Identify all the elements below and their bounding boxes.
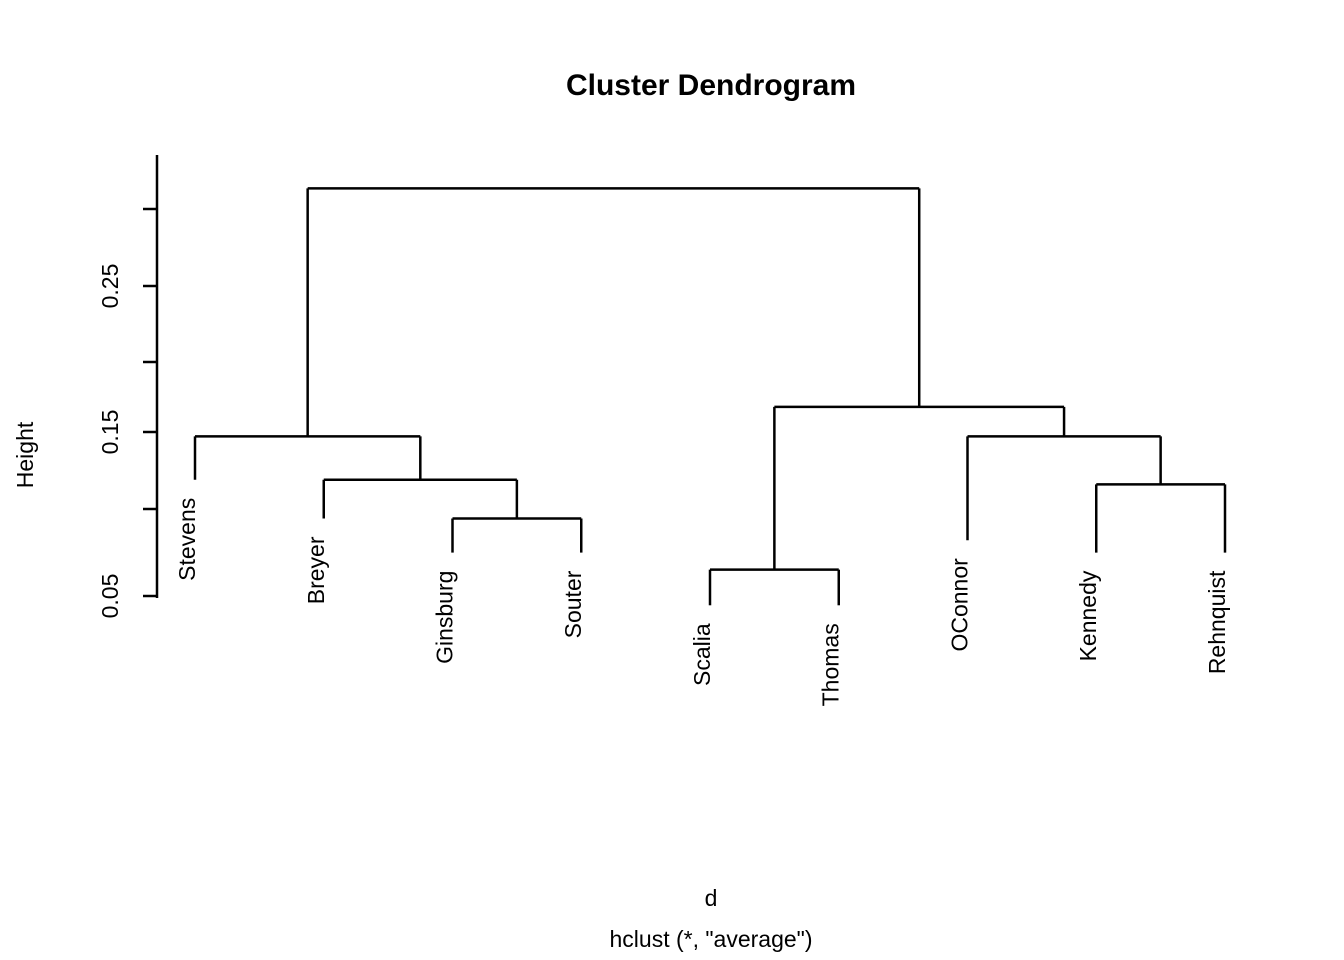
- leaf-label-scalia: Scalia: [689, 623, 715, 686]
- dendrogram-tree: [193, 187, 1227, 606]
- page-title: Cluster Dendrogram: [566, 69, 856, 102]
- y-tick-label-005: 0.05: [97, 574, 123, 619]
- leaf-label-souter: Souter: [560, 570, 586, 638]
- leaf-label-thomas: Thomas: [818, 623, 844, 706]
- y-tick-label-025: 0.25: [97, 264, 123, 309]
- leaf-label-kennedy: Kennedy: [1075, 570, 1101, 661]
- leaf-label-oconnor: OConnor: [947, 558, 973, 652]
- y-tick-label-015: 0.15: [97, 410, 123, 455]
- leaf-label-breyer: Breyer: [303, 536, 329, 604]
- leaf-label-stevens: Stevens: [174, 498, 200, 581]
- leaf-label-ginsburg: Ginsburg: [432, 571, 458, 664]
- leaf-label-rehnquist: Rehnquist: [1204, 570, 1230, 674]
- y-axis-label: Height: [12, 421, 38, 488]
- x-axis-label: d: [705, 885, 718, 911]
- method-subtitle: hclust (*, "average"): [610, 926, 813, 952]
